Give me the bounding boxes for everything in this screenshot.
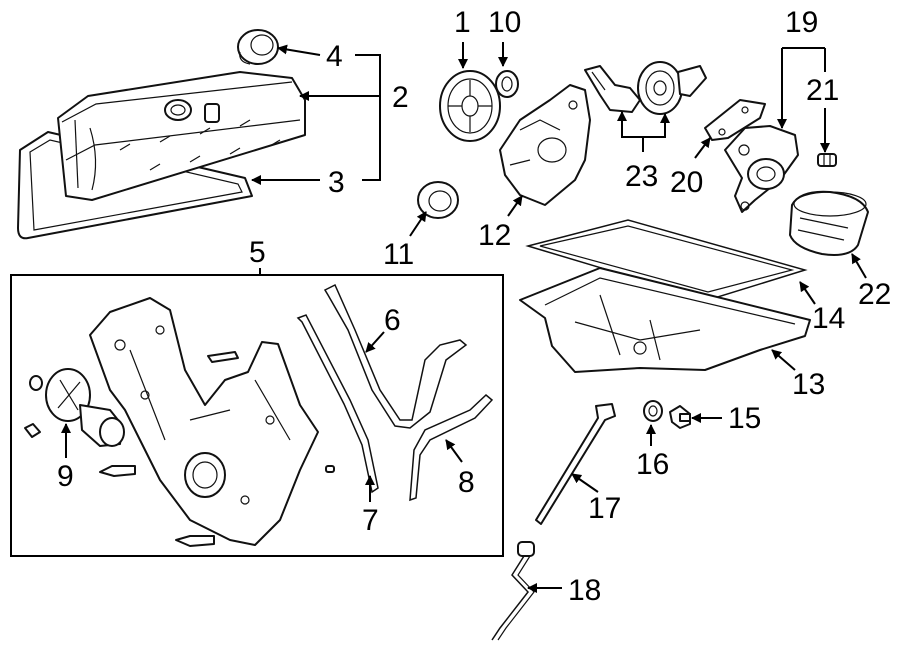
gasket-8-part <box>409 393 494 502</box>
cam-sensor-part <box>584 65 641 113</box>
tensioner-bracket-part <box>704 99 766 141</box>
callout-6-leader <box>365 331 385 353</box>
callout-23: 23 <box>625 160 658 193</box>
callout-7: 7 <box>362 504 379 537</box>
cam-sprocket-part <box>637 61 707 115</box>
callout-11-leader <box>409 211 427 237</box>
callout-8: 8 <box>458 466 475 499</box>
callout-17: 17 <box>588 492 621 525</box>
belt-tensioner-part <box>724 125 799 213</box>
callout-20-leader <box>694 137 711 159</box>
box-bolt-3-part <box>99 465 136 477</box>
callout-bracket-2-3-4 <box>355 54 381 181</box>
callout-19-bracket <box>781 47 826 128</box>
gasket-7-part <box>296 314 379 494</box>
front-seal-part <box>495 70 519 98</box>
box-bolt-1-part <box>29 375 43 391</box>
callout-16: 16 <box>636 448 669 481</box>
callout-20: 20 <box>670 166 703 199</box>
callout-5: 5 <box>249 236 266 269</box>
callout-23-leader <box>621 112 666 152</box>
crank-seal-part <box>417 181 459 219</box>
water-pump-part <box>45 368 125 447</box>
timing-cover-part <box>89 297 319 546</box>
callout-14-leader <box>799 281 816 305</box>
oil-filter-part <box>789 190 869 256</box>
callout-3: 3 <box>328 166 345 199</box>
box-bolt-2-part <box>24 423 41 438</box>
callout-13: 13 <box>792 368 825 401</box>
box-bolt-4-part <box>207 351 239 363</box>
callout-4-leader <box>277 44 321 56</box>
callout-14: 14 <box>812 302 845 335</box>
drain-washer-part <box>643 400 663 422</box>
oil-pump-part <box>499 84 591 206</box>
callout-19: 19 <box>785 6 818 39</box>
callout-22-leader <box>851 253 867 279</box>
callout-22: 22 <box>858 278 891 311</box>
valve-cover-part <box>57 71 306 201</box>
box-bolt-5-part <box>175 535 215 547</box>
callout-13-leader <box>771 349 796 371</box>
oil-filler-cap-part <box>237 29 279 65</box>
callout-1: 1 <box>454 6 471 39</box>
timing-cover-group-box <box>10 274 504 557</box>
callout-6: 6 <box>384 304 401 337</box>
dipstick-tube-part <box>535 403 616 525</box>
oil-pan-part <box>519 267 811 373</box>
callout-15: 15 <box>728 402 761 435</box>
callout-21: 21 <box>806 74 839 107</box>
callout-12-leader <box>507 195 523 217</box>
crankshaft-pulley-part <box>439 70 501 142</box>
callout-8-leader <box>445 439 463 463</box>
drain-plug-part <box>669 405 691 429</box>
box-dowel-part <box>325 465 335 473</box>
callout-12: 12 <box>478 219 511 252</box>
callout-11: 11 <box>383 238 414 271</box>
callout-10: 10 <box>488 6 521 39</box>
tensioner-stud-part <box>817 153 837 167</box>
callout-9: 9 <box>57 460 74 493</box>
timing-cover-gasket-part <box>323 283 468 429</box>
callout-17-leader <box>571 473 599 493</box>
callout-2: 2 <box>392 81 409 114</box>
callout-4: 4 <box>326 40 343 73</box>
callout-18: 18 <box>568 574 601 607</box>
